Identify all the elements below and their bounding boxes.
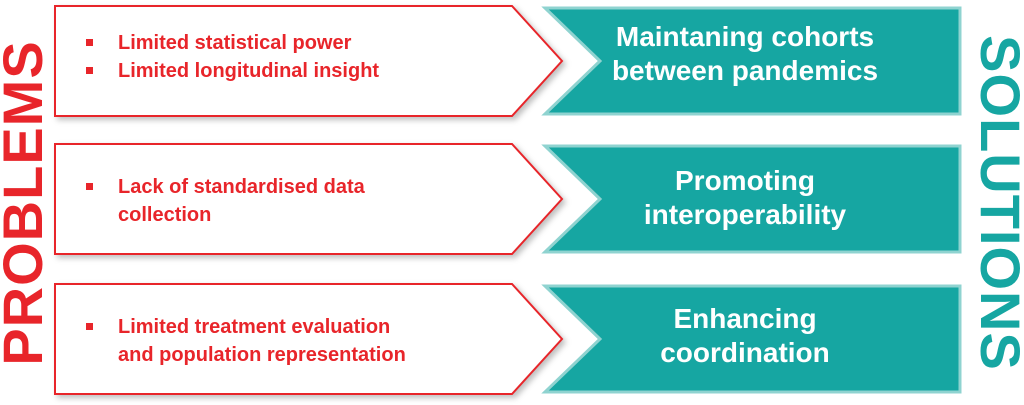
problem-list-2: Lack of standardised data collection [86,173,365,229]
solution-line: between pandemics [611,55,879,86]
problem-item: Limited treatment evaluation and populati… [86,313,406,369]
problem-arrow-box-3 [541,284,962,394]
row-3-shapes [54,283,962,395]
row-2-shapes [54,143,962,255]
bullet-icon [86,39,93,46]
problem-item: Limited statistical power [86,29,379,57]
bullet-icon [86,323,93,330]
problem-list-3: Limited treatment evaluation and populati… [86,313,406,369]
problem-arrow-box-2 [541,144,962,254]
solution-line: coordination [660,337,830,368]
bullet-icon [86,67,93,74]
bullet-icon [86,183,93,190]
solution-text-2: Promoting interoperability [540,164,950,232]
solution-line: Maintaning cohorts [615,21,875,52]
solution-line: Enhancing [673,303,817,334]
solution-line: Promoting [675,165,815,196]
problem-item: Lack of standardised data collection [86,173,365,229]
problem-item-text: Limited treatment evaluation [118,316,391,338]
problem-item-text: Lack of standardised data [118,176,365,198]
problem-list-1: Limited statistical power Limited longit… [86,29,379,85]
problem-solution-row-1: Limited statistical power Limited longit… [0,2,1024,120]
problem-item-text: Limited longitudinal insight [118,60,380,82]
row-1-shapes [54,5,962,117]
problem-solution-row-3: Limited treatment evaluation and populati… [0,280,1024,398]
problem-item-text: Limited statistical power [118,32,352,54]
solution-line: interoperability [643,199,847,230]
problem-solution-row-2: Lack of standardised data collection Prom… [0,140,1024,258]
problem-box-3 [54,283,564,395]
solution-text-3: Enhancing coordination [540,302,950,370]
problem-arrow-box-1 [541,6,962,116]
problem-box-1 [54,5,564,117]
problem-item-text: and population representation [118,344,406,366]
problem-item-text: collection [118,204,212,226]
problem-box-2 [54,143,564,255]
solution-text-1: Maintaning cohorts between pandemics [540,20,950,88]
problem-item: Limited longitudinal insight [86,57,379,85]
